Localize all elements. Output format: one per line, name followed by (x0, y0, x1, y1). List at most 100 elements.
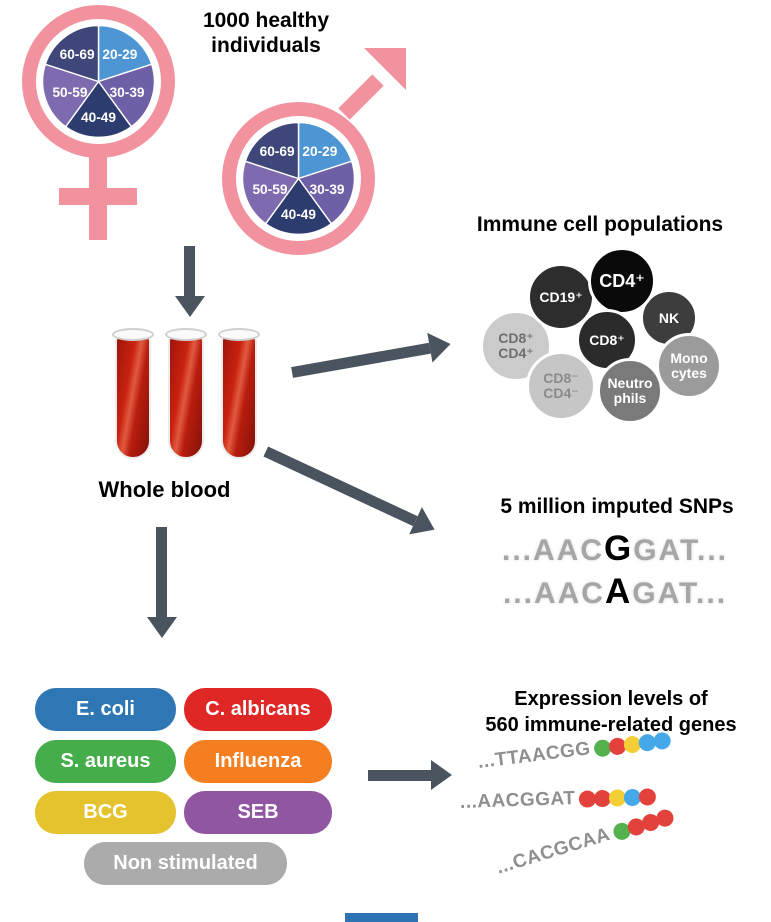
expression-title-line2: 560 immune-related genes (485, 714, 737, 736)
pie-slice-20-29 (97, 24, 153, 83)
arrow-head-icon (427, 329, 454, 363)
pie-slice-30-39 (297, 160, 356, 225)
arrow-blood-to-stimuli (147, 527, 177, 638)
cell-label-line2: cytes (671, 365, 707, 381)
pie-label-20-29: 20-29 (102, 47, 137, 62)
pie-slice-60-69 (44, 24, 100, 83)
arrow-stimuli-to-expression (368, 760, 452, 790)
expression-dot-red (639, 787, 657, 806)
cell-label-line1: CD4⁺ (599, 270, 645, 291)
snp-sequence-row: ...AACAGAT... (455, 571, 771, 614)
read-dots (579, 787, 657, 808)
read-sequence: ...TTAACGG (476, 738, 592, 773)
stimulus-bcg: BCG (35, 791, 176, 834)
snp-sequence-row: ...AACGGAT... (455, 528, 771, 571)
cell-label-line1: CD19⁺ (539, 288, 583, 305)
cell-cd8neg-cd4neg: CD8⁻ CD4⁻ (526, 351, 596, 421)
snp-variant-allele: A (604, 572, 633, 611)
cell-label-line1: NK (658, 309, 680, 326)
snp-sequences: ...AACGGAT... ...AACAGAT... (455, 528, 771, 614)
tube-blood-fill (168, 335, 204, 459)
cohort-title-line1: 1000 healthy (202, 9, 330, 32)
snp-prefix: ...AAC (502, 577, 605, 610)
arrow-shaft (368, 769, 431, 781)
cell-label-line1: Neutro (607, 375, 653, 391)
tube-blood-fill (221, 335, 257, 459)
arrow-head-icon (147, 617, 177, 638)
cell-label-line1: Mono (670, 350, 708, 366)
blood-tube (218, 328, 260, 464)
cell-label-line2: phils (613, 390, 647, 406)
whole-blood-label: Whole blood (98, 477, 231, 502)
pie-slice-40-49 (64, 80, 133, 139)
cohort-title: 1000 healthy individuals (166, 8, 366, 58)
cell-label-line2: CD4⁺ (498, 345, 534, 361)
pie-label-60-69: 60-69 (260, 144, 295, 159)
stimulus-s-aureus: S. aureus (35, 740, 176, 783)
snp-suffix: GAT... (633, 534, 728, 567)
female-age-pie-chart: 20-29 30-39 40-49 50-59 60-69 (41, 24, 156, 139)
pie-label-30-39: 30-39 (110, 85, 145, 100)
arrow-shaft (184, 246, 196, 296)
male-symbol-arrow (338, 48, 406, 120)
cell-monocytes: Mono cytes (656, 333, 722, 399)
cell-label-line1: CD8⁺ (498, 330, 534, 346)
snp-prefix: ...AAC (501, 534, 604, 567)
male-symbol: 20-29 30-39 40-49 50-59 60-69 (222, 102, 375, 255)
expression-title: Expression levels of 560 immune-related … (451, 686, 771, 738)
arrow-head-icon (409, 507, 441, 544)
cell-label-line1: CD8⁺ (589, 331, 625, 348)
stimulus-influenza: Influenza (184, 740, 332, 783)
read-sequence: ...CACGCAA (493, 823, 613, 879)
snp-variant-allele: G (603, 529, 634, 568)
pie-slice-40-49 (264, 177, 333, 236)
expression-title-line1: Expression levels of (514, 688, 708, 710)
pie-slice-60-69 (244, 121, 300, 180)
pie-slice-30-39 (97, 63, 156, 128)
arrow-blood-to-cells (289, 329, 454, 387)
arrow-shaft (156, 527, 168, 617)
pie-slice-50-59 (41, 63, 100, 128)
arrow-head-icon (175, 296, 205, 317)
expression-read: ...AACGGAT (460, 785, 657, 814)
tube-blood-fill (115, 335, 151, 459)
male-age-pie-chart: 20-29 30-39 40-49 50-59 60-69 (241, 121, 356, 236)
cell-cd19: CD19⁺ (527, 263, 595, 331)
arrow-blood-to-snps (260, 437, 441, 544)
pie-label-20-29: 20-29 (302, 144, 337, 159)
cohort-title-line2: individuals (211, 34, 321, 57)
cell-cd4: CD4⁺ (588, 247, 656, 315)
cell-label-line1: CD8⁻ (543, 370, 579, 386)
read-dots (611, 807, 676, 842)
arrow-cohort-to-blood (175, 246, 205, 317)
cell-label-line2: CD4⁻ (543, 385, 579, 401)
cell-neutrophils: Neutro phils (597, 358, 663, 424)
blood-tube (165, 328, 207, 464)
read-sequence: ...AACGGAT (459, 787, 576, 813)
arrow-shaft (263, 446, 418, 526)
expression-dot-blue (653, 730, 672, 750)
pie-slice-50-59 (241, 160, 300, 225)
stimulus-seb: SEB (184, 791, 332, 834)
female-symbol: 20-29 30-39 40-49 50-59 60-69 (22, 5, 175, 158)
pie-slice-20-29 (297, 121, 353, 180)
tube-rim (165, 328, 207, 341)
bottom-blue-strip (345, 913, 418, 922)
blood-tube (112, 328, 154, 464)
pie-label-30-39: 30-39 (310, 182, 345, 197)
stimulus-c-albicans: C. albicans (184, 688, 332, 731)
female-symbol-crossbar (59, 188, 137, 205)
tube-rim (112, 328, 154, 341)
arrow-shaft (291, 342, 431, 378)
pie-label-50-59: 50-59 (52, 85, 87, 100)
stimulus-e-coli: E. coli (35, 688, 176, 731)
stimulus-non-stimulated: Non stimulated (84, 842, 287, 885)
arrow-head-icon (431, 760, 452, 790)
pie-label-40-49: 40-49 (281, 207, 316, 222)
snps-title: 5 million imputed SNPs (500, 495, 734, 518)
pie-label-40-49: 40-49 (81, 110, 116, 125)
pie-label-60-69: 60-69 (60, 47, 95, 62)
expression-read: ...CACGCAA (494, 805, 676, 880)
immune-cells-title: Immune cell populations (476, 213, 724, 236)
